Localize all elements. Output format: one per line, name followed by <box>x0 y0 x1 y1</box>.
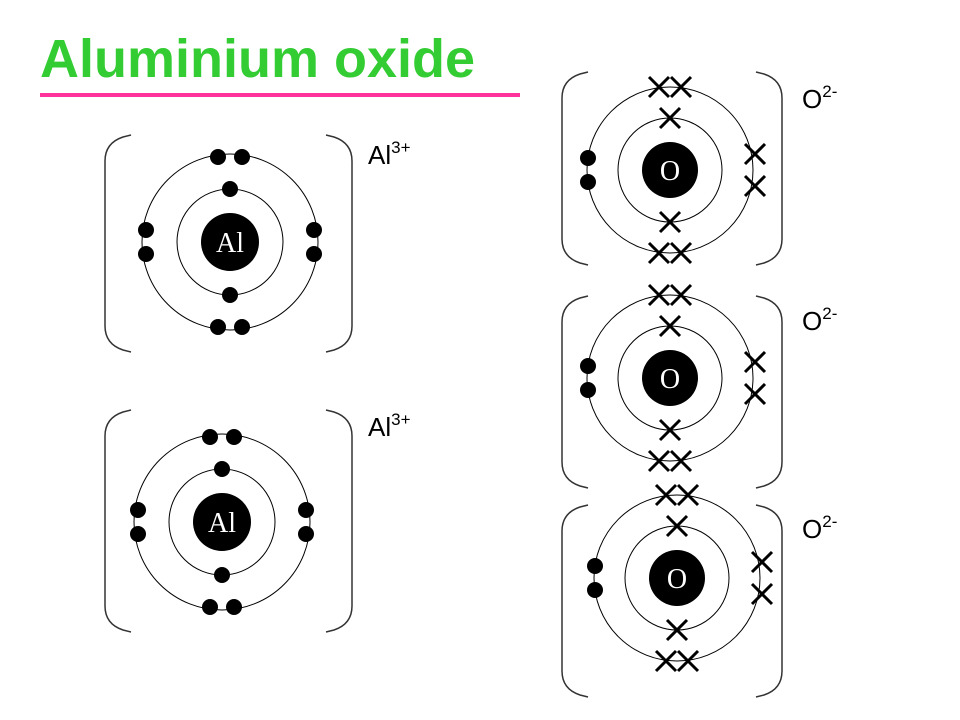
electron-dot <box>580 174 596 190</box>
electron-dot <box>580 358 596 374</box>
electron-cross <box>676 483 700 507</box>
electron-dot <box>202 599 218 615</box>
electron-dot <box>298 526 314 542</box>
electron-dot <box>210 319 226 335</box>
electron-dot <box>234 149 250 165</box>
ion-al-1: Al <box>104 134 353 353</box>
electron-dot <box>234 319 250 335</box>
ion-o-1: O <box>561 71 783 266</box>
electron-dot <box>210 149 226 165</box>
electron-cross <box>743 174 767 198</box>
outer-shell <box>593 494 761 662</box>
electron-dot <box>587 558 603 574</box>
electron-dot <box>306 222 322 238</box>
electron-cross <box>647 75 671 99</box>
nucleus <box>201 213 259 271</box>
left-bracket <box>104 409 132 633</box>
ion-charge: 3+ <box>391 138 411 157</box>
outer-shell <box>141 153 319 331</box>
electron-dot <box>130 526 146 542</box>
left-bracket <box>561 295 589 489</box>
ion-charge: 2- <box>822 304 838 323</box>
outer-shell <box>586 86 754 254</box>
electron-dot <box>222 181 238 197</box>
right-bracket <box>755 504 783 698</box>
ion-label-o-2: O2- <box>802 304 838 340</box>
ion-o-3: O <box>561 483 783 698</box>
ion-charge: 3+ <box>391 410 411 429</box>
ion-symbol: Al <box>368 140 392 170</box>
nucleus <box>642 142 698 198</box>
right-bracket <box>325 134 353 353</box>
electron-dot <box>214 567 230 583</box>
electron-cross <box>750 550 774 574</box>
electron-dot <box>130 502 146 518</box>
ion-charge: 2- <box>822 512 838 531</box>
ion-charge: 2- <box>822 82 838 101</box>
electron-dot <box>138 222 154 238</box>
electron-dot <box>580 150 596 166</box>
electron-cross <box>669 75 693 99</box>
ion-label-al-1: Al3+ <box>368 138 411 174</box>
electron-cross <box>647 241 671 265</box>
ion-label-o-1: O2- <box>802 82 838 118</box>
electron-cross <box>658 314 682 338</box>
nucleus <box>649 550 705 606</box>
ion-symbol: Al <box>368 412 392 442</box>
nucleus-symbol: O <box>660 364 680 395</box>
title-underline <box>40 93 520 97</box>
ion-o-2: O <box>561 283 783 489</box>
electron-dot <box>226 429 242 445</box>
electron-dot <box>580 382 596 398</box>
electron-cross <box>743 382 767 406</box>
left-bracket <box>561 71 589 266</box>
outer-shell <box>586 294 754 462</box>
ion-label-al-2: Al3+ <box>368 410 411 446</box>
electron-dot <box>306 246 322 262</box>
ion-symbol: O <box>802 84 823 114</box>
electron-cross <box>654 483 678 507</box>
left-bracket <box>104 134 132 353</box>
electron-cross <box>665 618 689 642</box>
electron-cross <box>658 418 682 442</box>
outer-shell <box>133 433 311 611</box>
nucleus-symbol: Al <box>208 508 236 539</box>
page-title: Aluminium oxide <box>40 29 476 89</box>
electron-cross <box>669 283 693 307</box>
electron-cross <box>647 283 671 307</box>
electron-dot <box>202 429 218 445</box>
nucleus-symbol: Al <box>216 228 244 259</box>
electron-cross <box>669 449 693 473</box>
electron-cross <box>647 449 671 473</box>
right-bracket <box>755 71 783 266</box>
electron-cross <box>658 106 682 130</box>
left-bracket <box>561 504 589 698</box>
nucleus <box>193 493 251 551</box>
electron-dot <box>226 599 242 615</box>
electron-cross <box>676 649 700 673</box>
electron-cross <box>658 210 682 234</box>
electron-dot <box>222 287 238 303</box>
ion-al-2: Al <box>104 409 353 633</box>
right-bracket <box>325 409 353 633</box>
electron-cross <box>669 241 693 265</box>
ion-label-o-3: O2- <box>802 512 838 548</box>
nucleus-symbol: O <box>660 156 680 187</box>
electron-cross <box>665 514 689 538</box>
electron-dot <box>214 461 230 477</box>
electron-cross <box>743 142 767 166</box>
ion-symbol: O <box>802 514 823 544</box>
electron-cross <box>654 649 678 673</box>
electron-cross <box>743 350 767 374</box>
ion-symbol: O <box>802 306 823 336</box>
nucleus-symbol: O <box>667 564 687 595</box>
right-bracket <box>755 295 783 489</box>
electron-dot <box>587 582 603 598</box>
electron-cross <box>750 582 774 606</box>
electron-dot <box>138 246 154 262</box>
nucleus <box>642 350 698 406</box>
electron-dot <box>298 502 314 518</box>
